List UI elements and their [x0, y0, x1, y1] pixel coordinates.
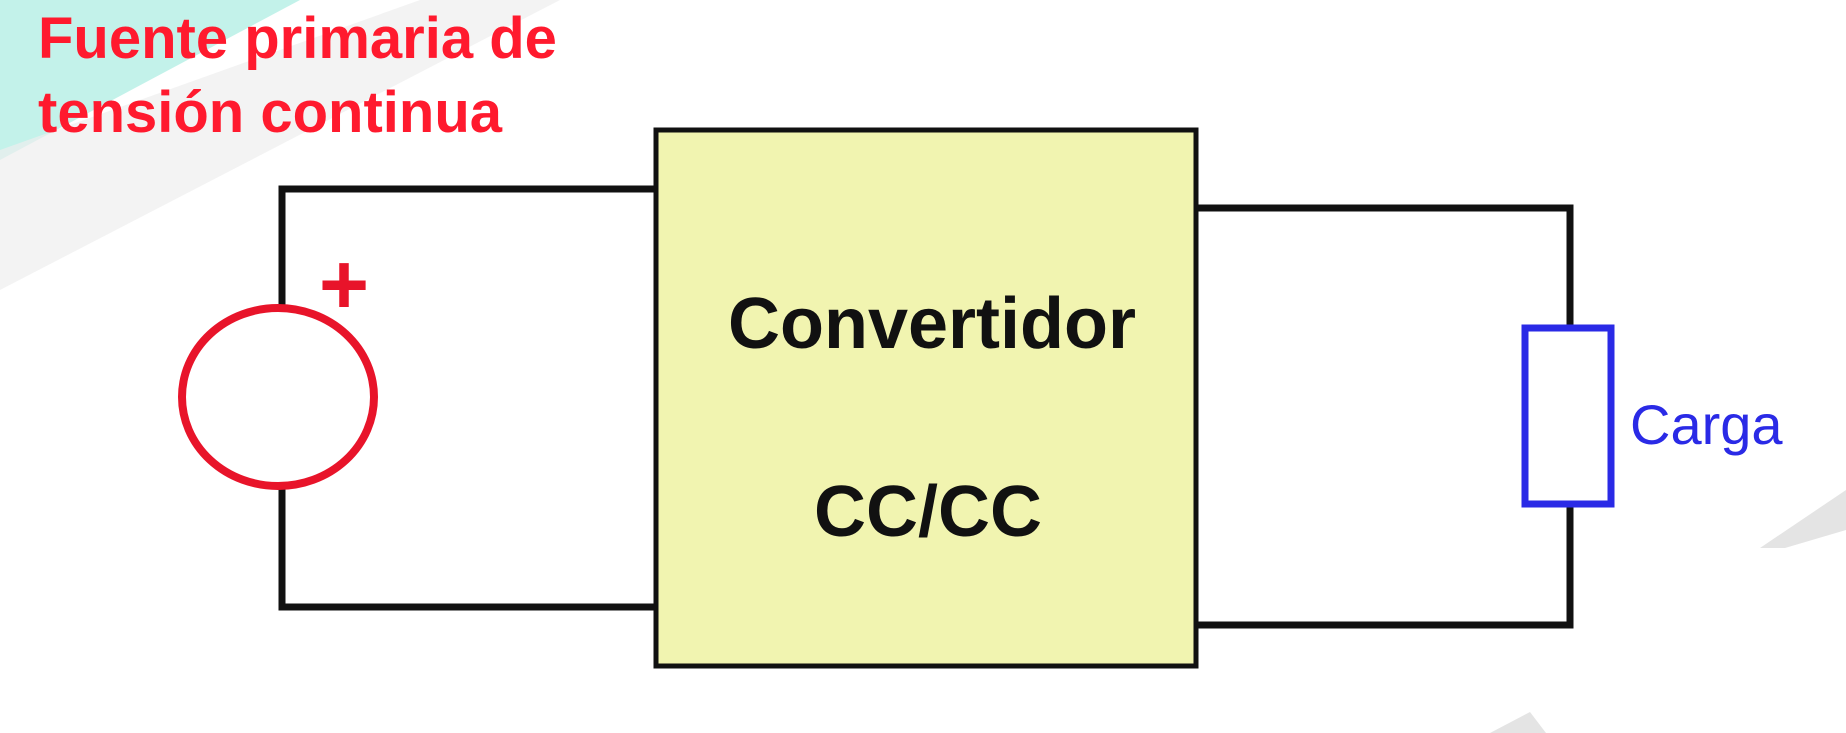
background-teal-accent	[0, 0, 300, 160]
load-resistor-icon	[1521, 324, 1615, 508]
converter-block	[653, 127, 1199, 669]
source-title-line-2: tensión continua	[38, 80, 503, 145]
background-gray-stripe-left	[0, 0, 560, 290]
background-gray-corner	[1490, 712, 1546, 733]
output-wiring	[1194, 204, 1574, 629]
output-wire-bottom	[1194, 502, 1574, 629]
voltage-source-icon	[178, 304, 378, 490]
converter-label-line-1: Convertidor	[728, 284, 1136, 364]
input-wire-bottom	[278, 482, 660, 611]
output-wire-top	[1194, 204, 1574, 332]
polarity-plus-label: +	[319, 237, 369, 333]
source-title-line-1: Fuente primaria de	[38, 6, 557, 71]
input-wiring	[278, 185, 660, 611]
input-wire-top	[278, 185, 660, 312]
load-label: Carga	[1630, 393, 1783, 456]
background-gray-stripe-right	[1760, 490, 1846, 548]
converter-label-line-2: CC/CC	[814, 472, 1042, 552]
